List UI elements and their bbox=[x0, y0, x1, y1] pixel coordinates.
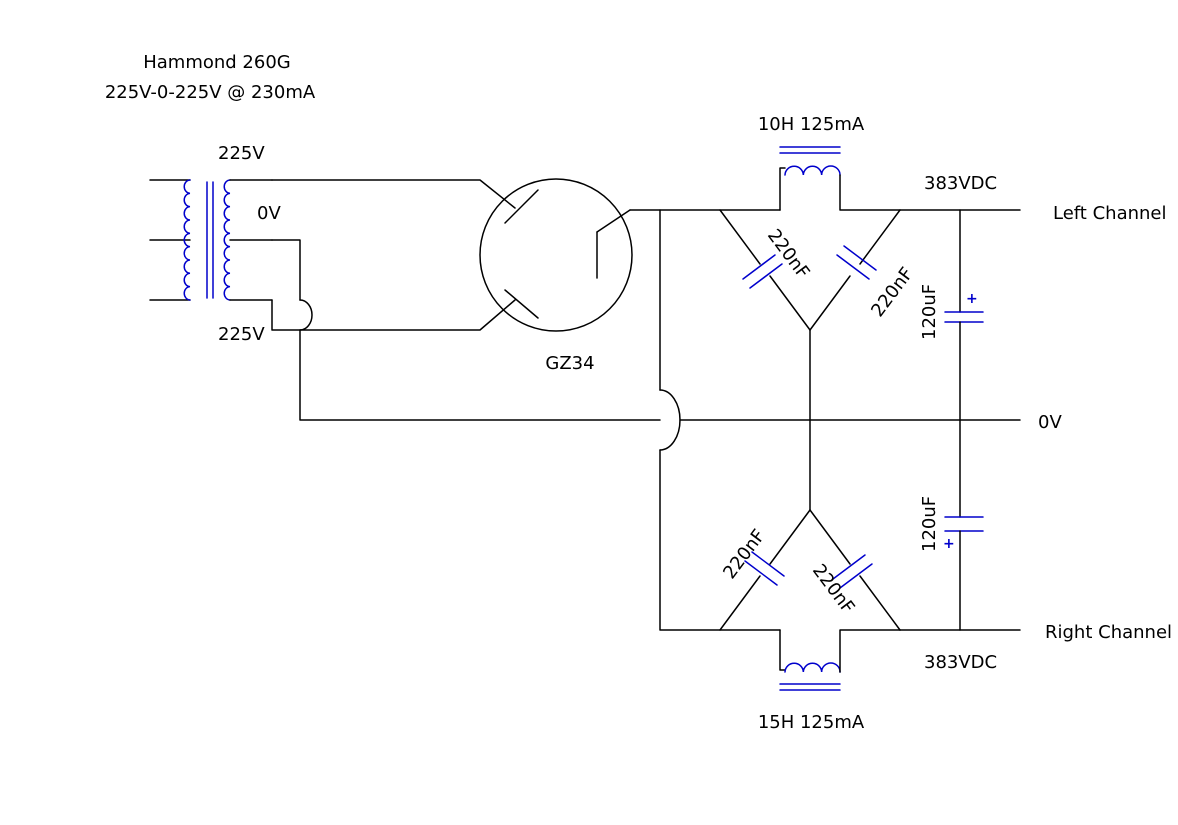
right-film-cap-1 bbox=[744, 551, 785, 586]
right-electrolytic-label: 120uF bbox=[919, 496, 940, 552]
left-electrolytic-label: 120uF bbox=[919, 284, 940, 340]
primary-winding bbox=[149, 179, 191, 301]
right-electrolytic-cap: + bbox=[943, 516, 984, 552]
secondary-winding bbox=[223, 179, 273, 301]
left-film-cap-1 bbox=[742, 254, 783, 289]
left-voltage-label: 383VDC bbox=[924, 173, 997, 194]
left-choke: 10H 125mA bbox=[758, 114, 901, 211]
right-choke: 15H 125mA bbox=[758, 629, 901, 733]
right-film-caps: 220nF 220nF bbox=[719, 509, 901, 631]
right-choke-label: 15H 125mA bbox=[758, 712, 865, 733]
left-channel-label: Left Channel bbox=[1053, 203, 1166, 224]
left-film-caps: 220nF 220nF bbox=[719, 209, 918, 331]
bottom-tap-label: 225V bbox=[218, 324, 265, 345]
right-output: + 120uF 383VDC Right Channel bbox=[899, 419, 1172, 673]
tube-envelope bbox=[479, 178, 633, 332]
left-electrolytic-cap: + bbox=[944, 291, 984, 323]
transformer-core bbox=[206, 181, 214, 299]
right-voltage-label: 383VDC bbox=[924, 652, 997, 673]
transformer-model-label: Hammond 260G bbox=[143, 52, 291, 73]
right-cap-polarity: + bbox=[943, 536, 955, 552]
right-channel-label: Right Channel bbox=[1045, 622, 1172, 643]
rectifier-tube: GZ34 bbox=[479, 178, 633, 374]
center-tap-label: 0V bbox=[257, 203, 281, 224]
lower-anode bbox=[504, 289, 539, 319]
left-film-cap-2-label: 220nF bbox=[867, 264, 918, 321]
right-film-cap-2 bbox=[832, 554, 873, 589]
rectifier-label: GZ34 bbox=[545, 353, 594, 374]
upper-anode bbox=[504, 189, 539, 224]
left-film-cap-2 bbox=[836, 245, 877, 280]
right-film-cap-2-label: 220nF bbox=[808, 560, 859, 617]
transformer: Hammond 260G 225V-0-225V @ 230mA 225V 0V… bbox=[105, 52, 316, 345]
left-output: + 120uF 383VDC Left Channel bbox=[899, 173, 1166, 421]
top-tap-label: 225V bbox=[218, 143, 265, 164]
left-choke-label: 10H 125mA bbox=[758, 114, 865, 135]
left-cap-polarity: + bbox=[966, 291, 978, 307]
ground-label: 0V bbox=[1038, 412, 1062, 433]
transformer-rating-label: 225V-0-225V @ 230mA bbox=[105, 82, 316, 103]
secondary-wiring bbox=[271, 179, 661, 421]
ground-bus: 0V bbox=[679, 329, 1062, 511]
left-film-cap-1-label: 220nF bbox=[763, 225, 814, 282]
